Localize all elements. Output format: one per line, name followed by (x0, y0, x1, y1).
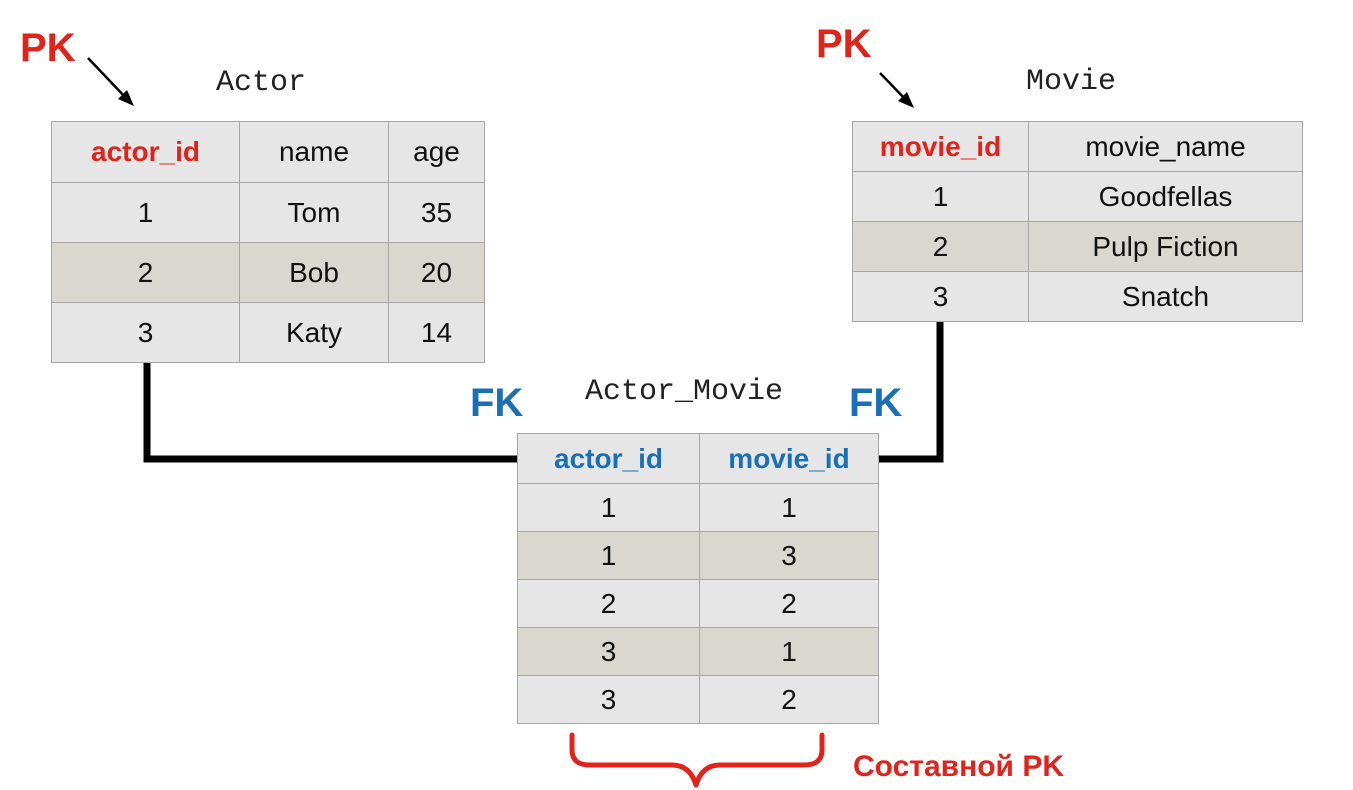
actor-fk-connector (143, 361, 518, 463)
table-cell: Bob (239, 242, 389, 303)
table-row: 3 Katy 14 (51, 302, 485, 363)
table-cell: 3 (699, 531, 879, 580)
table-cell: 2 (852, 221, 1029, 272)
table-row: 1 1 (517, 483, 879, 532)
table-cell: 1 (517, 483, 700, 532)
table-cell: 3 (517, 627, 700, 676)
movie-table: movie_id movie_name 1 Goodfellas 2 Pulp … (852, 121, 1303, 322)
table-header-row: movie_id movie_name (852, 121, 1303, 172)
table-cell: 3 (852, 271, 1029, 322)
table-cell: 1 (517, 531, 700, 580)
table-row: 1 Tom 35 (51, 182, 485, 243)
column-header-age: age (388, 121, 485, 183)
table-row: 2 2 (517, 579, 879, 628)
table-cell: 35 (388, 182, 485, 243)
table-cell: 1 (852, 171, 1029, 222)
table-row: 1 Goodfellas (852, 171, 1303, 222)
column-header-movie-id: movie_id (699, 433, 879, 484)
actor-movie-table: actor_id movie_id 1 1 1 3 2 2 3 1 3 2 (517, 433, 879, 724)
table-row: 3 Snatch (852, 271, 1303, 322)
table-cell: 1 (51, 182, 240, 243)
table-cell: Snatch (1028, 271, 1303, 322)
table-cell: Pulp Fiction (1028, 221, 1303, 272)
fk-label-movie: FK (849, 381, 903, 425)
pk-arrow-movie (879, 72, 914, 108)
table-cell: Goodfellas (1028, 171, 1303, 222)
table-cell: 2 (699, 675, 879, 724)
pk-arrow-actor (87, 57, 134, 106)
composite-pk-label: Составной PK (853, 750, 1064, 783)
column-header-actor-id: actor_id (517, 433, 700, 484)
pk-label-actor: PK (20, 26, 76, 70)
composite-pk-brace (569, 732, 825, 788)
column-header-movie-name: movie_name (1028, 121, 1303, 172)
table-cell: 20 (388, 242, 485, 303)
column-header-name: name (239, 121, 389, 183)
table-header-row: actor_id movie_id (517, 433, 879, 484)
table-cell: 2 (51, 242, 240, 303)
movie-table-title: Movie (1026, 65, 1117, 99)
actor-table-title: Actor (216, 66, 307, 100)
pk-label-movie: PK (816, 22, 872, 66)
table-row: 2 Pulp Fiction (852, 221, 1303, 272)
table-row: 1 3 (517, 531, 879, 580)
actor-table: actor_id name age 1 Tom 35 2 Bob 20 3 Ka… (51, 121, 485, 363)
table-cell: 14 (388, 302, 485, 363)
actor-movie-table-title: Actor_Movie (585, 375, 784, 409)
table-row: 3 2 (517, 675, 879, 724)
table-cell: 2 (699, 579, 879, 628)
table-row: 3 1 (517, 627, 879, 676)
table-cell: 2 (517, 579, 700, 628)
column-header-actor-id: actor_id (51, 121, 240, 183)
table-row: 2 Bob 20 (51, 242, 485, 303)
table-cell: 1 (699, 627, 879, 676)
movie-fk-connector (878, 320, 944, 463)
fk-label-actor: FK (470, 381, 524, 425)
table-cell: 3 (517, 675, 700, 724)
table-cell: 1 (699, 483, 879, 532)
table-header-row: actor_id name age (51, 121, 485, 183)
table-cell: Tom (239, 182, 389, 243)
column-header-movie-id: movie_id (852, 121, 1029, 172)
table-cell: Katy (239, 302, 389, 363)
table-cell: 3 (51, 302, 240, 363)
